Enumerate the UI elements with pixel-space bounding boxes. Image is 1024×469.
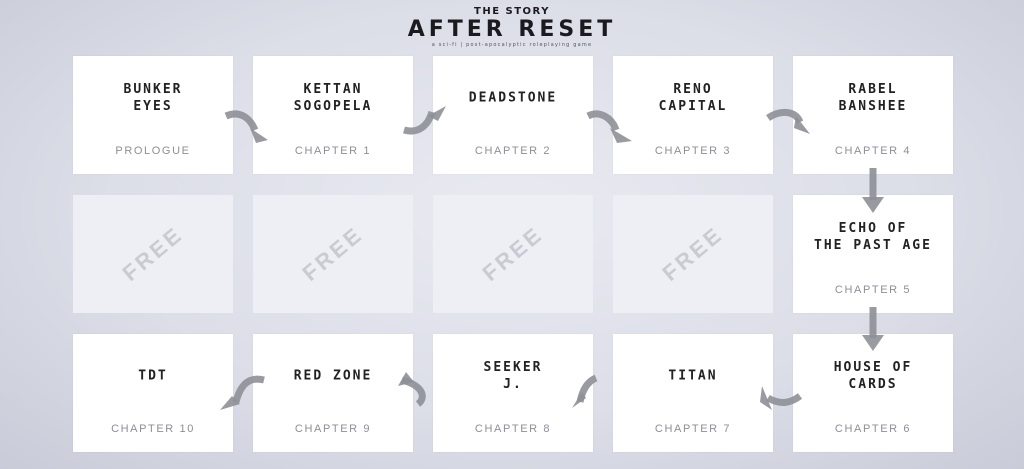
chapter-label: CHAPTER 6 xyxy=(834,423,912,435)
curved-arrow-icon xyxy=(766,109,804,124)
chapter-card-6[interactable]: HOUSE OF CARDS CHAPTER 6 xyxy=(793,334,953,452)
chapter-title: SEEKER J. xyxy=(483,360,543,392)
free-slot: FREE xyxy=(433,195,593,313)
arrowhead-icon xyxy=(250,128,268,143)
chapter-label: CHAPTER 10 xyxy=(111,423,195,435)
curved-arrow-icon xyxy=(224,110,259,132)
curved-arrow-icon xyxy=(403,110,436,135)
header-kicker: THE STORY xyxy=(474,6,550,17)
chapter-label: CHAPTER 1 xyxy=(294,145,372,157)
free-slot: FREE xyxy=(73,195,233,313)
chapter-label: CHAPTER 4 xyxy=(834,145,912,157)
header-tagline: a sci-fi | post-apocalyptic roleplaying … xyxy=(431,42,593,48)
chapter-title: HOUSE OF CARDS xyxy=(833,360,913,392)
chapter-title: RABEL BANSHEE xyxy=(838,82,908,114)
chapter-label: CHAPTER 8 xyxy=(474,423,552,435)
chapter-title: TDT xyxy=(138,368,168,384)
chapter-title: DEADSTONE xyxy=(468,90,558,106)
page-title: AFTER RESET xyxy=(407,17,617,42)
free-slot: FREE xyxy=(253,195,413,313)
arrowhead-icon xyxy=(862,335,884,351)
curved-arrow-icon xyxy=(586,110,620,132)
chapter-title: RENO CAPITAL xyxy=(658,82,728,114)
chapter-label: CHAPTER 9 xyxy=(294,423,372,435)
chapter-card-10[interactable]: TDT CHAPTER 10 xyxy=(73,334,233,452)
arrowhead-icon xyxy=(220,396,240,410)
chapter-card-8[interactable]: SEEKER J. CHAPTER 8 xyxy=(433,334,593,452)
chapter-card-5[interactable]: ECHO OF THE PAST AGE CHAPTER 5 xyxy=(793,195,953,313)
chapter-label: CHAPTER 5 xyxy=(834,284,912,296)
arrowhead-icon xyxy=(760,386,772,410)
chapter-label: CHAPTER 2 xyxy=(474,145,552,157)
chapter-label: PROLOGUE xyxy=(115,145,191,157)
curved-arrow-icon xyxy=(766,393,803,406)
arrowhead-icon xyxy=(572,392,586,408)
chapter-label: CHAPTER 3 xyxy=(654,145,732,157)
arrowhead-icon xyxy=(794,116,810,134)
chapter-title: TITAN xyxy=(668,368,718,384)
chapter-card-prologue[interactable]: BUNKER EYES PROLOGUE xyxy=(73,56,233,174)
chapter-title: ECHO OF THE PAST AGE xyxy=(814,221,932,253)
free-slot: FREE xyxy=(613,195,773,313)
chapter-label: CHAPTER 7 xyxy=(654,423,732,435)
chapter-card-3[interactable]: RENO CAPITAL CHAPTER 3 xyxy=(613,56,773,174)
arrowhead-icon xyxy=(428,106,446,121)
chapter-card-9[interactable]: RED ZONE CHAPTER 9 xyxy=(253,334,413,452)
curved-arrow-icon xyxy=(232,375,265,403)
arrowhead-icon xyxy=(610,128,632,143)
arrowhead-icon xyxy=(862,197,884,213)
chapter-title: RED ZONE xyxy=(293,368,373,384)
chapter-title: BUNKER EYES xyxy=(123,82,183,114)
chapter-card-2[interactable]: DEADSTONE CHAPTER 2 xyxy=(433,56,593,174)
chapter-card-7[interactable]: TITAN CHAPTER 7 xyxy=(613,334,773,452)
page-header: THE STORY AFTER RESET a sci-fi | post-ap… xyxy=(0,6,1024,49)
arrowhead-icon xyxy=(398,372,414,386)
chapter-card-1[interactable]: KETTAN SOGOPELA CHAPTER 1 xyxy=(253,56,413,174)
chapter-card-4[interactable]: RABEL BANSHEE CHAPTER 4 xyxy=(793,56,953,174)
chapter-title: KETTAN SOGOPELA xyxy=(293,82,373,114)
